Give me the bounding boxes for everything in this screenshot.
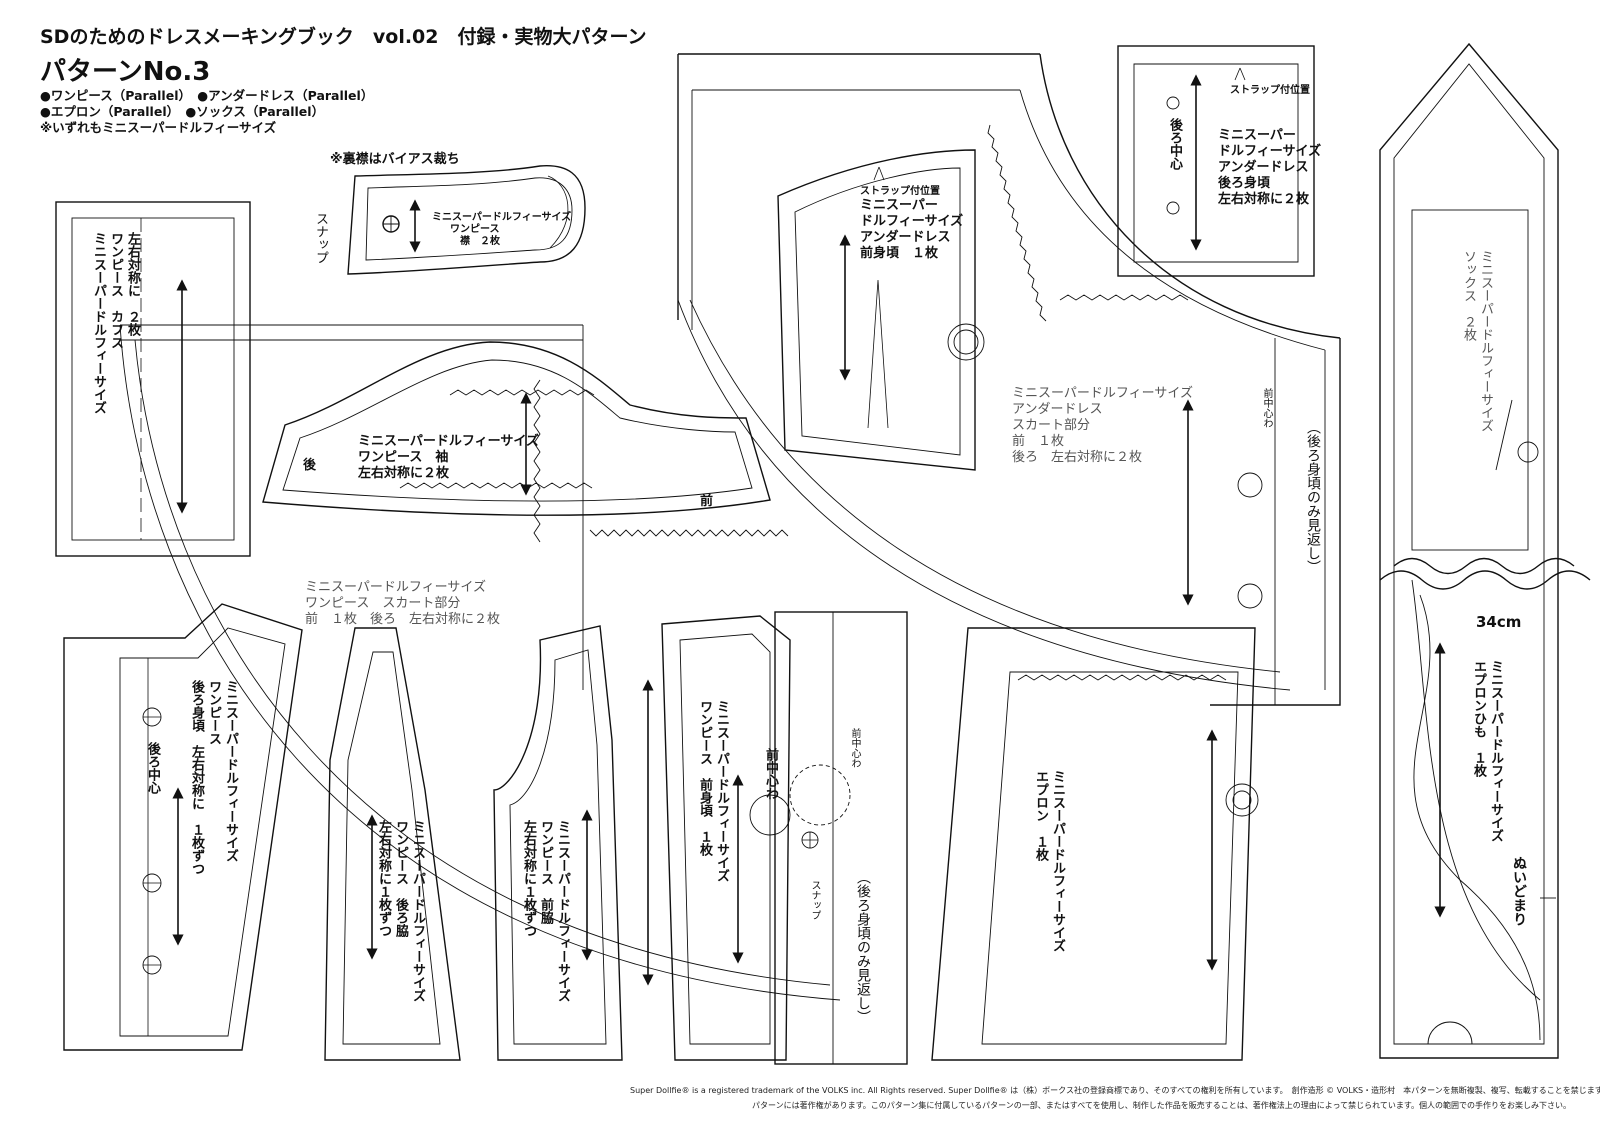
back-facing-note-dress: （後ろ身頃のみ見返し） [855,870,871,1024]
sleeve-piece [262,341,771,516]
snap-label-dress: スナップ [809,880,820,920]
back-facing-note-underdress: （後ろ身頃のみ見返し） [1305,420,1321,574]
underdress-skirt-label: ミニスーパードルフィーサイズアンダードレススカート部分前 １枚後ろ 左右対称に２… [1012,386,1193,465]
header: SDのためのドレスメーキングブック vol.02 付録・実物大パターン パターン… [40,22,647,136]
center-back-mark-dress: 後ろ中心 [145,742,160,794]
center-front-fold-dress: 前中心わ [849,728,860,768]
apron-label: ミニスーパードルフィーサイズエプロン １枚 [1033,770,1065,952]
underdress-back-label: ミニスーパードルフィーサイズアンダードレス後ろ身頃左右対称に２枚 [1218,128,1322,207]
front-side-label: ミニスーパードルフィーサイズワンピース 前脇左右対称に１枚ずつ [521,820,570,1002]
back-bodice-label: ミニスーパードルフィーサイズワンピース後ろ身頃 左右対称に １枚ずつ [189,680,238,875]
front-bodice-label: ミニスーパードルフィーサイズワンピース 前身頃 １枚 [697,700,729,882]
back-bodice-piece [63,603,303,1051]
collar-label: ミニスーパードルフィーサイズワンピース襟 ２枚 [432,212,572,247]
front-bodice-piece [661,611,908,1065]
underdress-front-piece [777,149,985,471]
dress-skirt-label: ミニスーパードルフィーサイズワンピース スカート部分前 １枚 後ろ 左右対称に２… [305,580,501,627]
center-front-fold-underdress: 前中心わ [1261,388,1272,428]
back-side-label: ミニスーパードルフィーサイズワンピース 後ろ脇左右対称に１枚ずつ [376,820,425,1002]
sleeve-label: ミニスーパードルフィーサイズワンピース 袖左右対称に２枚 [358,434,539,481]
footer-copyright: Super Dollfie® is a registered trademark… [630,1086,1600,1095]
cuff-piece [55,201,251,557]
socks-label: ミニスーパードルフィーサイズソックス ２枚 [1461,250,1493,432]
front-side-piece [493,625,654,1061]
items-line-1: ●ワンピース（Parallel） ●アンダードレス（Parallel） [40,88,374,103]
apron-piece [931,627,1259,1061]
socks-and-tie-piece [1379,42,1591,1059]
bias-note: ※裏襟はバイアス裁ち [330,152,460,167]
pattern-number: パターンNo.3 [40,57,211,87]
sleeve-front-mark: 前 [700,494,714,509]
stitch-end-mark: ぬいどまり [1511,856,1527,926]
center-front-fold-dress-bold: 前中心わ [763,748,778,800]
underdress-front-label: ストラップ付位置 ミニスーパードルフィーサイズアンダードレス前身頃 １枚 [860,186,964,261]
apron-tie-label: ミニスーパードルフィーサイズエプロンひも １枚 [1471,660,1503,842]
back-side-piece [324,627,461,1061]
strap-position-back: ストラップ付位置 [1230,85,1310,96]
cuff-label: 左右対称に ２枚ワンピース カフスミニスーパードルフィーサイズ [91,232,140,414]
dress-skirt-arcs [119,324,841,1001]
collar-piece [347,165,586,275]
sheet-title: SDのためのドレスメーキングブック vol.02 付録・実物大パターン [40,26,647,48]
items-line-2: ●エプロン（Parallel） ●ソックス（Parallel） [40,104,325,119]
sleeve-back-mark: 後 [303,458,317,473]
underdress-skirt-piece [677,53,1341,706]
size-note: ※いずれもミニスーパードルフィーサイズ [40,120,277,135]
length-34cm: 34cm [1476,613,1522,631]
snap-label-collar: スナップ [313,212,328,264]
underdress-back-piece [1117,45,1315,277]
footer-notice: パターンには著作権があります。このパターン集に付属しているパターンの一部、または… [752,1101,1572,1110]
center-back-mark-underdress: 後ろ中心 [1167,118,1182,170]
